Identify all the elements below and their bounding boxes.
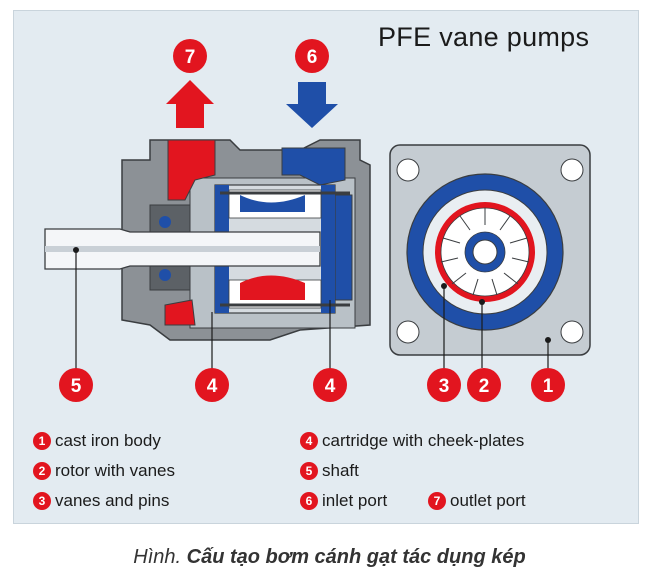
legend-item-cast-iron-body: 1 cast iron body [33, 430, 161, 452]
legend-item-cartridge: 4 cartridge with cheek-plates [300, 430, 524, 452]
legend-label: vanes and pins [55, 491, 170, 510]
legend-item-shaft: 5 shaft [300, 460, 359, 482]
svg-text:2: 2 [479, 376, 490, 397]
rotor-vanes [435, 202, 535, 302]
callout-4-left: 4 [195, 368, 229, 402]
callout-7: 7 [173, 39, 207, 73]
legend-item-rotor-with-vanes: 2 rotor with vanes [33, 460, 175, 482]
leader-lines [75, 250, 549, 370]
svg-text:3: 3 [439, 376, 450, 397]
outlet-passage [167, 139, 216, 201]
svg-text:6: 6 [307, 47, 318, 68]
legend-label: rotor with vanes [55, 461, 175, 480]
legend-item-outlet-port: 7 outlet port [428, 490, 526, 512]
diagram-title: PFE vane pumps [378, 22, 590, 52]
front-view [389, 144, 591, 356]
legend-badge: 5 [300, 462, 318, 480]
legend-label: inlet port [322, 491, 388, 510]
inlet-arrow [286, 82, 338, 128]
outlet-arrow [166, 80, 214, 128]
callout-3: 3 [427, 368, 461, 402]
svg-text:1: 1 [543, 376, 554, 397]
callout-1: 1 [531, 368, 565, 402]
legend-label: shaft [322, 461, 359, 480]
caption-text: Cấu tạo bơm cánh gạt tác dụng kép [186, 546, 526, 568]
legend-item-vanes-and-pins: 3 vanes and pins [33, 490, 169, 512]
legend-label: outlet port [450, 491, 526, 510]
legend-badge: 1 [33, 432, 51, 450]
callout-4-right: 4 [313, 368, 347, 402]
caption-lead: Hình. [133, 546, 187, 568]
callout-5: 5 [59, 368, 93, 402]
legend-label: cast iron body [55, 431, 161, 450]
callout-2: 2 [467, 368, 501, 402]
svg-text:5: 5 [71, 376, 82, 397]
svg-text:7: 7 [185, 47, 196, 68]
side-view [44, 139, 371, 341]
legend-badge: 6 [300, 492, 318, 510]
legend-badge: 3 [33, 492, 51, 510]
callout-6: 6 [295, 39, 329, 73]
legend-badge: 4 [300, 432, 318, 450]
figure-caption: Hình. Cấu tạo bơm cánh gạt tác dụng kép [0, 546, 659, 569]
svg-text:4: 4 [325, 376, 336, 397]
legend-badge: 2 [33, 462, 51, 480]
legend-badge: 7 [428, 492, 446, 510]
legend-item-inlet-port: 6 inlet port [300, 490, 387, 512]
legend-label: cartridge with cheek-plates [322, 431, 525, 450]
svg-text:4: 4 [207, 376, 218, 397]
